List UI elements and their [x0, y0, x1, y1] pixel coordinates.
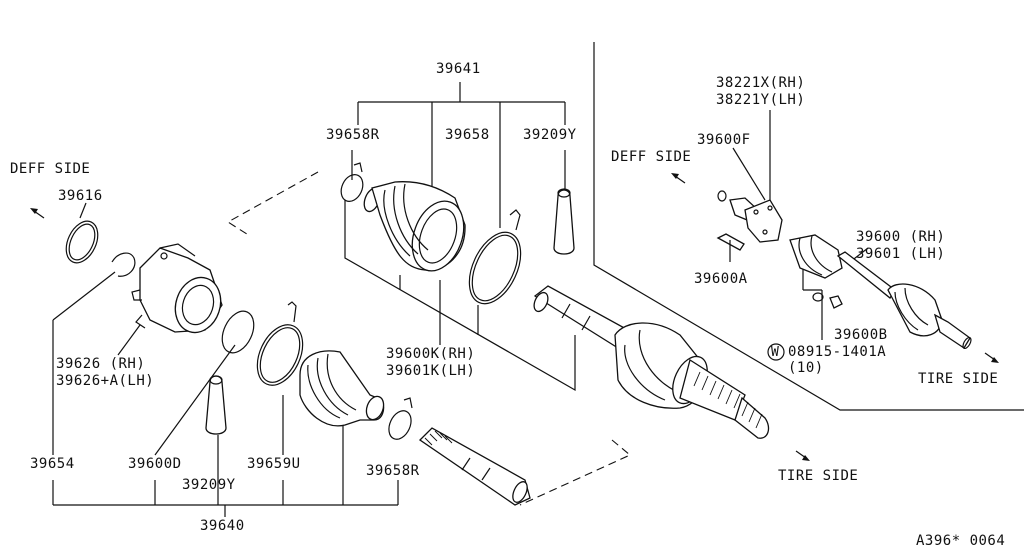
label-deff-side-right: DEFF SIDE	[611, 149, 692, 165]
label-39658R-top: 39658R	[326, 127, 380, 143]
label-deff-side-left: DEFF SIDE	[10, 161, 91, 177]
bracket-39640	[52, 320, 399, 517]
bracket-39641	[351, 82, 566, 228]
grease-tube-39209Y-lower	[205, 375, 227, 435]
drive-shaft-main	[533, 285, 770, 439]
housing-39626	[131, 243, 223, 334]
ring-39600D	[221, 310, 255, 354]
circlip-39654	[111, 252, 136, 277]
label-39600F: 39600F	[697, 132, 751, 148]
label-39600B: 39600B	[834, 327, 888, 343]
bracket-39600K	[344, 200, 576, 392]
arrow-tire-right-icon	[984, 352, 999, 363]
label-39601K-lh: 39601K(LH)	[386, 363, 476, 379]
label-39601-lh: 39601 (LH)	[856, 246, 946, 262]
label-39641: 39641	[436, 61, 481, 77]
label-39600K-rh: 39600K(RH)	[386, 346, 476, 362]
arrow-deff-left-icon	[30, 208, 45, 219]
band-39658	[468, 209, 522, 305]
band-39658R-lower	[388, 397, 413, 440]
label-39659U: 39659U	[247, 456, 301, 472]
label-39626-lh: 39626+A(LH)	[56, 373, 155, 389]
shaft-lower	[418, 427, 531, 506]
inset-frame	[593, 42, 1024, 411]
label-39600-rh: 39600 (RH)	[856, 229, 946, 245]
label-qty-10: (10)	[788, 360, 824, 376]
inset-axle	[716, 110, 972, 350]
leader-39600D	[154, 344, 236, 456]
arrow-deff-right-icon	[671, 173, 686, 184]
label-39600D: 39600D	[128, 456, 182, 472]
label-washer-w: W	[771, 345, 780, 360]
leader-39616	[79, 202, 87, 219]
label-39209Y-bottom: 39209Y	[182, 477, 236, 493]
label-39626-rh: 39626 (RH)	[56, 356, 146, 372]
label-39640: 39640	[200, 518, 245, 534]
leader-39626	[117, 324, 141, 356]
label-39209Y-top: 39209Y	[523, 127, 577, 143]
boot-lower	[299, 350, 385, 427]
dashed-guide-lower	[519, 439, 632, 506]
band-39659U	[256, 301, 304, 386]
label-38221X: 38221X(RH)	[716, 75, 806, 91]
label-39600A: 39600A	[694, 271, 748, 287]
label-reference-code: A396* 0064	[916, 533, 1006, 549]
label-39658: 39658	[445, 127, 490, 143]
grease-tube-39209Y-upper	[553, 188, 575, 255]
label-tire-side-bottom: TIRE SIDE	[778, 468, 859, 484]
label-39616: 39616	[58, 188, 103, 204]
label-38221Y: 38221Y(LH)	[716, 92, 806, 108]
leader-39654	[52, 271, 116, 321]
arrow-tire-bottom-icon	[795, 450, 810, 461]
label-39654: 39654	[30, 456, 75, 472]
snap-ring-39616	[65, 220, 99, 264]
washer-marker-icon	[767, 343, 785, 361]
label-39658R-bottom: 39658R	[366, 463, 420, 479]
dashed-guide-upper	[226, 171, 319, 237]
label-08915-1401A: 08915-1401A	[788, 344, 887, 360]
label-tire-side-right: TIRE SIDE	[918, 371, 999, 387]
band-39658R-upper	[340, 162, 364, 202]
boot-upper	[363, 181, 466, 272]
